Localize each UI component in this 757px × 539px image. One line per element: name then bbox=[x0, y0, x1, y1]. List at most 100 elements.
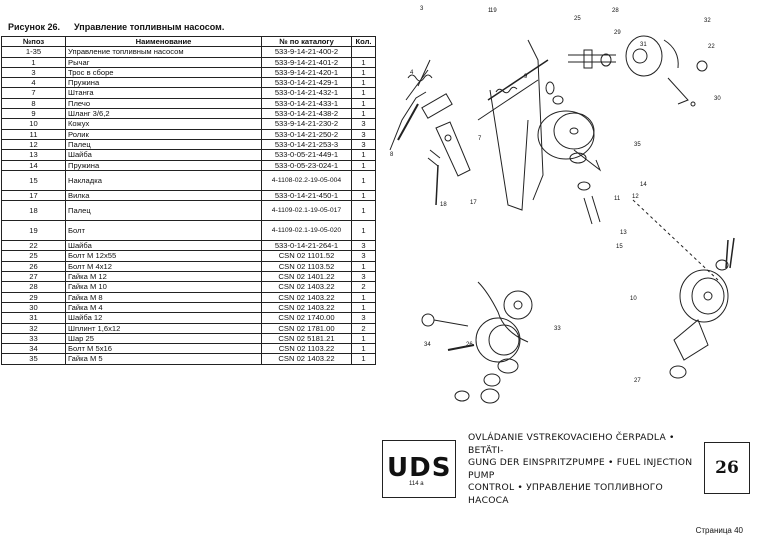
row-quantity: 1 bbox=[351, 220, 376, 242]
row-quantity: 1 bbox=[351, 291, 376, 303]
row-catalog-number: 533-9-14-21-420-1 bbox=[261, 66, 352, 79]
row-name: Пружина bbox=[65, 159, 262, 171]
caption-line: OVLÁDANIE VSTREKOVACIEHO ČERPADLA • BETÄ… bbox=[468, 432, 675, 456]
callout-label: 19 bbox=[490, 8, 497, 14]
callout-label: 30 bbox=[714, 96, 721, 102]
upper-roller-drawing bbox=[537, 110, 602, 225]
row-position: 12 bbox=[1, 138, 66, 151]
row-position: 32 bbox=[1, 322, 66, 334]
lever-assembly-drawing bbox=[389, 59, 471, 206]
row-catalog-number: CSN 02 1101.52 bbox=[261, 250, 352, 262]
row-catalog-number: CSN 02 1740.00 bbox=[261, 312, 352, 324]
row-quantity: 1 bbox=[351, 56, 376, 68]
multilingual-caption: OVLÁDANIE VSTREKOVACIEHO ČERPADLA • BETÄ… bbox=[468, 432, 700, 507]
row-catalog-number: 533-0-14-21-432-1 bbox=[261, 87, 352, 99]
row-quantity: 3 bbox=[351, 271, 376, 283]
brand-box: UDS 114 a bbox=[382, 440, 456, 498]
row-name: Гайка М 4 bbox=[65, 301, 262, 314]
callout-label: 12 bbox=[632, 194, 639, 200]
row-name: Ролик bbox=[65, 128, 262, 140]
row-name: Шайба 12 bbox=[65, 312, 262, 324]
row-name: Палец bbox=[65, 138, 262, 151]
callout-label: 15 bbox=[616, 244, 623, 250]
row-position: 30 bbox=[1, 301, 66, 314]
row-name: Кожух bbox=[65, 118, 262, 130]
row-quantity: 1 bbox=[351, 149, 376, 161]
callout-label: 35 bbox=[634, 142, 641, 148]
row-position: 34 bbox=[1, 343, 66, 355]
caption-line: CONTROL • УПРАВЛЕНИЕ ТОПЛИВНОГО НАСОСА bbox=[468, 482, 663, 506]
row-position: 18 bbox=[1, 200, 66, 222]
row-position: 1-35 bbox=[1, 46, 66, 58]
row-position: 31 bbox=[1, 312, 66, 324]
row-quantity: 2 bbox=[351, 281, 376, 293]
sheet-footer: UDS 114 a OVLÁDANIE VSTREKOVACIEHO ČERPA… bbox=[382, 432, 752, 506]
row-position: 9 bbox=[1, 108, 66, 120]
row-catalog-number: 533-0-05-23-024-1 bbox=[261, 159, 352, 171]
row-position: 15 bbox=[1, 169, 66, 191]
row-quantity bbox=[351, 46, 376, 58]
row-name: Шплинт 1,6x12 bbox=[65, 322, 262, 334]
row-position: 33 bbox=[1, 332, 66, 345]
row-catalog-number: CSN 02 1781.00 bbox=[261, 322, 352, 334]
row-name: Палец bbox=[65, 200, 262, 222]
row-name: Плечо bbox=[65, 97, 262, 110]
row-name: Гайка М 12 bbox=[65, 271, 262, 283]
row-catalog-number: 533-0-14-21-250-2 bbox=[261, 128, 352, 140]
row-quantity: 3 bbox=[351, 138, 376, 151]
row-name: Пружина bbox=[65, 77, 262, 89]
row-name: Управление топливным насосом bbox=[65, 46, 262, 58]
row-name: Болт М 5x16 bbox=[65, 343, 262, 355]
row-catalog-number: 4-1109-02.1-19-05-017 bbox=[261, 200, 352, 222]
uds-logo: UDS bbox=[387, 453, 452, 483]
callout-label: 26 bbox=[466, 342, 473, 348]
row-position: 26 bbox=[1, 260, 66, 273]
row-catalog-number: 533-0-14-21-450-1 bbox=[261, 189, 352, 202]
column-header-name: Наименование bbox=[65, 35, 262, 48]
table-header-row: №поз Наименование № по каталогу Кол. bbox=[1, 35, 376, 48]
row-catalog-number: 533-0-14-21-253-3 bbox=[261, 138, 352, 151]
row-catalog-number: 533-0-14-21-264-1 bbox=[261, 240, 352, 252]
parts-table: №поз Наименование № по каталогу Кол. 1-3… bbox=[1, 35, 376, 365]
row-position: 13 bbox=[1, 149, 66, 161]
callout-label: 22 bbox=[708, 44, 715, 50]
lower-right-pulley-drawing bbox=[632, 199, 735, 379]
row-catalog-number: CSN 02 1401.22 bbox=[261, 271, 352, 283]
row-quantity: 1 bbox=[351, 189, 376, 202]
top-right-pulley-drawing bbox=[568, 35, 708, 107]
row-position: 8 bbox=[1, 97, 66, 110]
row-catalog-number: CSN 02 5181.21 bbox=[261, 332, 352, 345]
rod-and-cable-drawing bbox=[477, 39, 564, 211]
row-name: Шайба bbox=[65, 149, 262, 161]
row-catalog-number: 4-1108-02.2-19-05-004 bbox=[261, 169, 352, 191]
row-name: Гайка М 8 bbox=[65, 291, 262, 303]
row-quantity: 1 bbox=[351, 343, 376, 355]
row-name: Шланг 3/6,2 bbox=[65, 108, 262, 120]
row-quantity: 1 bbox=[351, 159, 376, 171]
callout-label: 7 bbox=[478, 136, 482, 142]
row-position: 19 bbox=[1, 220, 66, 242]
row-catalog-number: 533-9-14-21-400-2 bbox=[261, 46, 352, 58]
row-name: Гайка М 5 bbox=[65, 353, 262, 365]
row-quantity: 1 bbox=[351, 66, 376, 79]
row-catalog-number: 533-0-14-21-438-2 bbox=[261, 108, 352, 120]
sheet-number: 26 bbox=[715, 458, 739, 478]
callout-label: 1 bbox=[488, 8, 492, 14]
row-position: 4 bbox=[1, 77, 66, 89]
row-quantity: 1 bbox=[351, 200, 376, 222]
column-header-quantity: Кол. bbox=[351, 35, 376, 48]
callout-label: 31 bbox=[640, 42, 647, 48]
